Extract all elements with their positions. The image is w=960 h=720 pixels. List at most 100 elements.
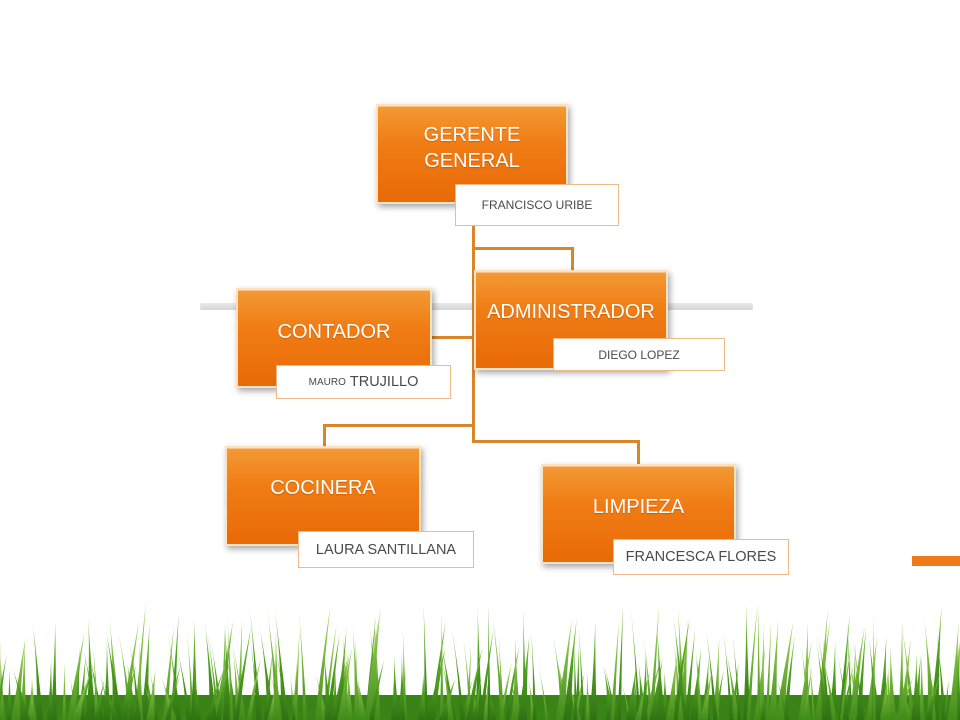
connector-cocinera-down <box>323 424 326 448</box>
grass-blade <box>0 654 7 713</box>
grass-blade <box>6 669 12 720</box>
grass-blade <box>872 615 876 720</box>
grass-blade <box>249 603 262 720</box>
grass-blade <box>768 618 779 720</box>
grass-blade <box>952 645 960 720</box>
grass-blade <box>127 666 132 720</box>
grass-blade <box>140 623 150 720</box>
grass-blade <box>839 646 852 720</box>
grass-decoration <box>0 600 960 720</box>
tag-contador-last: TRUJILLO <box>349 374 419 390</box>
grass-blade <box>555 618 573 720</box>
grass-blade <box>856 626 867 720</box>
grass-blade <box>364 616 376 720</box>
tag-cocinera-text: LAURA SANTILLANA <box>315 541 457 558</box>
grass-blade <box>632 674 637 720</box>
grass-blade <box>678 618 689 720</box>
grass-blade <box>743 602 751 720</box>
grass-blade <box>86 617 96 720</box>
grass-blade <box>71 675 90 720</box>
grass-blade <box>272 630 280 720</box>
orange-accent-bar <box>912 556 960 566</box>
grass-blade <box>192 660 201 720</box>
grass-blade <box>835 645 850 720</box>
grass-blade <box>439 650 455 720</box>
grass-blade <box>162 626 175 720</box>
grass-blade <box>899 639 911 720</box>
grass-blade <box>20 640 27 720</box>
grass-blade <box>274 604 289 720</box>
grass-blade <box>783 635 795 720</box>
grass-blade <box>438 678 456 720</box>
grass-blade <box>479 629 494 720</box>
grass-blade <box>923 616 937 720</box>
grass-blade <box>174 637 192 720</box>
tag-gerente-name: FRANCISCO URIBE <box>455 184 619 226</box>
grass-blade <box>684 629 696 720</box>
grass-blade <box>266 603 283 720</box>
grass-blade <box>673 617 690 720</box>
grass-blade <box>848 625 865 720</box>
tag-limpieza-text: FRANCESCA FLORES <box>625 549 777 565</box>
grass-blade <box>573 640 578 720</box>
grass-blade <box>77 655 86 720</box>
grass-blade <box>538 665 549 720</box>
grass-blade <box>332 664 338 720</box>
grass-blade <box>866 635 878 720</box>
grass-blade <box>879 670 889 720</box>
grass-blade <box>484 677 497 720</box>
grass-blade <box>466 647 483 720</box>
grass-blade <box>712 637 720 720</box>
grass-blade <box>847 622 853 720</box>
grass-blade <box>353 637 359 720</box>
grass-blade <box>911 655 921 720</box>
grass-blade <box>885 666 891 720</box>
grass-blade <box>79 676 88 720</box>
node-contador-title: CONTADOR <box>277 320 391 343</box>
connector-contador <box>430 336 474 339</box>
grass-blade <box>224 622 232 720</box>
grass-blade <box>129 640 142 720</box>
grass-blade <box>119 665 137 720</box>
grass-blade <box>808 657 816 720</box>
grass-blade <box>258 617 275 720</box>
grass-blade <box>724 642 740 720</box>
grass-blade <box>775 620 794 720</box>
connector-trunk <box>472 226 475 440</box>
grass-blade <box>323 648 332 720</box>
grass-blade <box>267 679 278 720</box>
grass-blade <box>765 621 772 720</box>
grass-blade <box>838 614 850 720</box>
grass-blade <box>355 672 367 720</box>
connector-limpieza-horizontal <box>472 440 640 443</box>
grass-blade <box>10 662 30 720</box>
grass-blade <box>397 655 406 720</box>
node-gerente-title: GERENTE GENERAL <box>423 124 521 172</box>
grass-blade <box>819 645 838 720</box>
grass-blade <box>146 669 156 720</box>
tag-administrador-name: DIEGO LOPEZ <box>553 338 725 371</box>
grass-blade <box>66 631 85 720</box>
node-limpieza-title: LIMPIEZA <box>592 495 685 518</box>
grass-blade <box>314 605 331 720</box>
grass-blade <box>929 605 942 720</box>
grass-blade <box>630 606 641 720</box>
tag-administrador-text: DIEGO LOPEZ <box>598 347 680 362</box>
tag-limpieza-name: FRANCESCA FLORES <box>613 539 789 575</box>
grass-blade <box>121 622 139 720</box>
grass-blade <box>11 637 26 720</box>
grass-blade <box>215 661 230 720</box>
grass-blade <box>657 629 666 720</box>
grass-blade <box>798 639 813 720</box>
grass-blade <box>426 648 446 720</box>
grass-blade <box>337 647 353 720</box>
grass-blade <box>293 630 300 720</box>
connector-limpieza-down <box>637 440 640 466</box>
grass-blade <box>589 620 597 720</box>
node-administrador-title: ADMINISTRADOR <box>487 300 655 323</box>
grass-blade <box>887 644 897 720</box>
grass-blade <box>0 651 6 720</box>
grass-blade <box>263 652 273 720</box>
grass-blade <box>165 664 181 720</box>
grass-blade <box>665 651 678 720</box>
